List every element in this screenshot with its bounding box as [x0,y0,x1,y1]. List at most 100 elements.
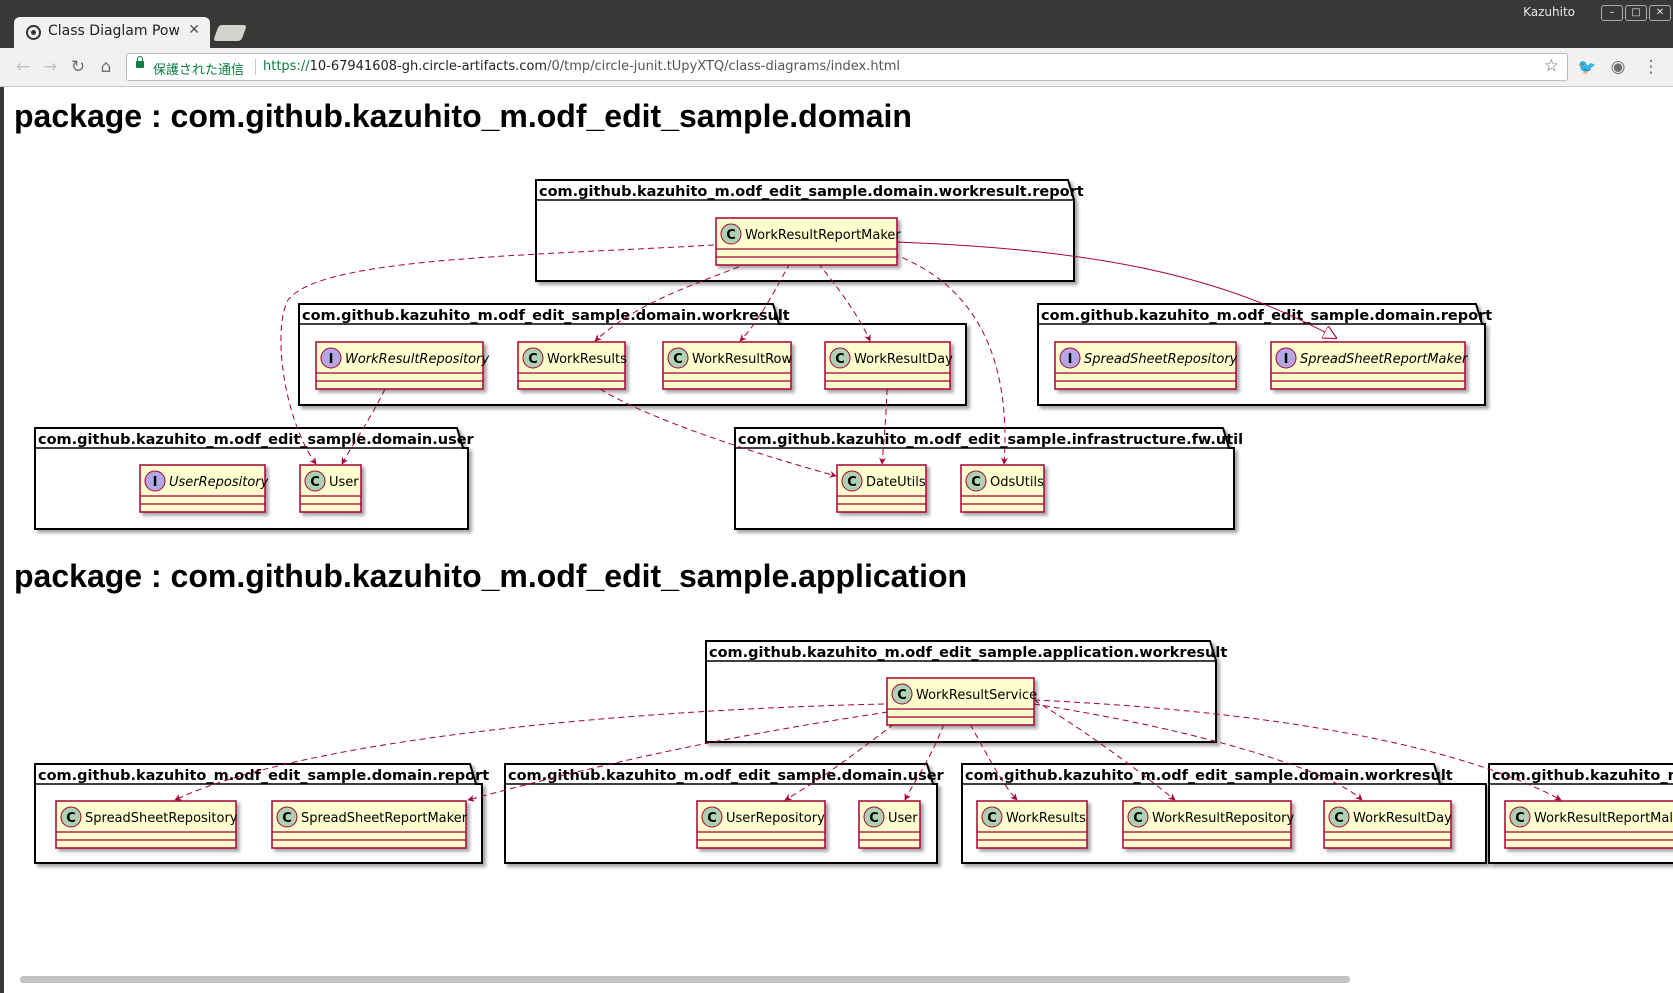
class-icon [720,223,742,245]
maximize-icon[interactable]: □ [1625,5,1647,21]
class-icon [701,806,723,828]
svg-text:C: C [987,811,997,826]
forward-icon[interactable]: → [42,57,58,77]
class-icon [667,347,689,369]
browser-toolbar: ← → ↻ ⌂ 保護された通信 https://10-67941608-gh.c… [0,48,1673,87]
dependency-arrow [784,723,895,801]
section-heading-application: package : com.github.kazuhito_m.odf_edit… [14,558,968,594]
url-text[interactable]: https://10-67941608-gh.circle-artifacts.… [263,59,900,74]
svg-text:I: I [1068,352,1073,367]
class-icon [891,683,913,705]
class-icon [276,806,298,828]
package-title: com.github.kazuhito_m.odf_edit_sample.do… [302,308,790,324]
svg-text:C: C [282,811,292,826]
class-spread-sheet-report-maker[interactable]: I SpreadSheetReportMaker [1270,341,1469,390]
dependency-arrow [599,388,837,478]
svg-text:C: C [847,475,857,490]
svg-text:C: C [1334,811,1344,826]
svg-text:C: C [897,688,907,703]
reload-icon[interactable]: ↻ [70,57,86,77]
class-name: SpreadSheetReportMaker [301,811,468,826]
minimize-icon[interactable]: – [1601,5,1623,21]
class-name: User [888,811,918,826]
class-name: WorkResults [547,352,627,367]
class-name: SpreadSheetRepository [1084,352,1238,367]
dependency-arrow [969,723,1018,801]
class-spread-sheet-report-maker[interactable]: C SpreadSheetReportMaker [271,800,468,849]
svg-text:C: C [869,811,879,826]
url-path: /0/tmp/circle-junit.tUpyXTQ/class-diagra… [547,59,900,74]
dependency-arrow [174,703,885,801]
class-name: WorkResultService [916,688,1037,703]
class-user-repository[interactable]: I UserRepository [139,464,269,513]
class-name: SpreadSheetRepository [85,811,238,826]
class-user[interactable]: C User [299,464,362,513]
close-window-icon[interactable]: ✕ [1649,5,1671,21]
svg-text:I: I [153,475,158,490]
class-spread-sheet-repository[interactable]: C SpreadSheetRepository [55,800,238,849]
svg-text:C: C [528,352,538,367]
profile-name[interactable]: Kazuhito [1523,5,1575,19]
svg-text:C: C [707,811,717,826]
section-heading-domain: package : com.github.kazuhito_m.odf_edit… [14,98,912,134]
class-name: User [329,475,359,490]
back-icon[interactable]: ← [15,57,31,77]
svg-text:I: I [1284,352,1289,367]
class-name: WorkResultRepository [345,352,489,367]
close-tab-icon[interactable]: ✕ [188,22,200,38]
svg-text:C: C [66,811,76,826]
svg-text:C: C [1133,811,1143,826]
class-work-results[interactable]: C WorkResults [517,341,627,390]
class-name: UserRepository [169,475,269,490]
tab-title: Class Diaglam Pow [48,23,180,39]
page-favicon-icon [26,25,41,40]
svg-text:C: C [673,352,683,367]
svg-text:C: C [971,475,981,490]
extension-icon[interactable]: ◉ [1610,57,1626,77]
class-icon [304,470,326,492]
horizontal-scrollbar[interactable] [20,976,1350,983]
class-icon [1127,806,1149,828]
home-icon[interactable]: ⌂ [100,57,112,77]
class-name: SpreadSheetReportMaker [1300,352,1469,367]
class-spread-sheet-repository[interactable]: I SpreadSheetRepository [1054,341,1238,390]
class-work-result-service[interactable]: C WorkResultService [886,677,1037,726]
package-title: com.github.kazuhito_m [1492,768,1673,784]
dependency-arrow [1033,699,1176,801]
interface-icon [1059,347,1081,369]
class-work-result-repository[interactable]: C WorkResultRepository [1122,800,1295,849]
class-name: WorkResultReportMaker [745,228,901,243]
package-title: com.github.kazuhito_m.odf_edit_sample.do… [38,432,475,448]
class-user[interactable]: C User [858,800,921,849]
realization-arrow [896,241,1336,338]
class-name: WorkResultDay [854,352,953,367]
address-bar[interactable]: 保護された通信 https://10-67941608-gh.circle-ar… [126,53,1568,81]
star-icon[interactable]: ☆ [1543,56,1559,76]
twitter-icon[interactable]: 🐦 [1577,58,1597,76]
secure-label[interactable]: 保護された通信 [153,63,245,78]
class-icon [1328,806,1350,828]
package-title: com.github.kazuhito_m.odf_edit_sample.do… [965,768,1453,784]
dependency-arrow [879,388,888,465]
class-work-results[interactable]: C WorkResults [976,800,1088,849]
class-icon [841,470,863,492]
class-name: WorkResultRepository [1152,811,1295,826]
class-icon [829,347,851,369]
class-name: WorkResults [1006,811,1086,826]
package-title: com.github.kazuhito_m.odf_edit_sample.do… [508,768,945,784]
browser-tab[interactable]: Class Diaglam Pow ✕ [14,17,210,48]
dependency-arrow [467,711,889,802]
svg-text:C: C [310,475,320,490]
menu-icon[interactable]: ⋮ [1642,57,1660,77]
package-title: com.github.kazuhito_m.odf_edit_sample.in… [738,432,1243,448]
class-icon [522,347,544,369]
